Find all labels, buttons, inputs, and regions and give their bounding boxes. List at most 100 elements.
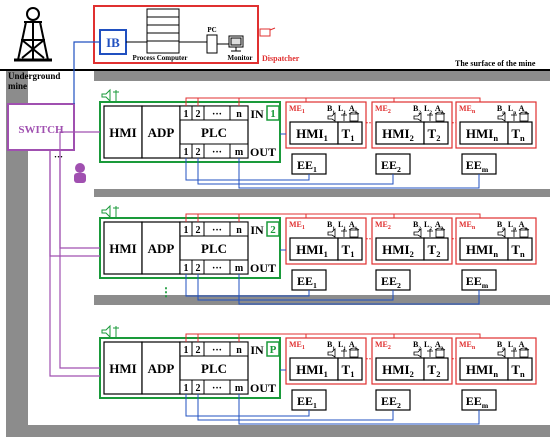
io-number: n <box>236 345 242 356</box>
speaker-shape <box>497 112 506 122</box>
me-label: ME2 <box>375 104 391 115</box>
ee-label: EEm <box>466 274 489 290</box>
io-number: 1 <box>184 147 189 158</box>
t-label: T2 <box>428 362 441 379</box>
t-box <box>423 357 449 381</box>
plc-label: PLC <box>201 125 227 140</box>
out-label: OUT <box>250 145 276 159</box>
phone-body <box>519 229 529 238</box>
io-number: 2 <box>196 263 201 274</box>
io-dots: ··· <box>212 345 222 356</box>
process-computer-icon <box>146 8 180 54</box>
hmi-label: HMI <box>109 241 136 256</box>
t-box <box>423 237 449 261</box>
phone-handset <box>518 347 530 351</box>
segment-id-box <box>266 221 280 237</box>
monitor-label: Monitor <box>228 54 253 62</box>
bla-label: A1 <box>349 220 358 232</box>
t-label: T2 <box>428 126 441 143</box>
io-number: 1 <box>184 345 189 356</box>
io-dots: ··· <box>212 147 222 158</box>
t-box <box>337 121 363 145</box>
io-number: 2 <box>196 147 201 158</box>
phone-body <box>435 349 445 358</box>
io-number: 2 <box>196 109 201 120</box>
t-label: Tn <box>511 362 525 379</box>
hmi-label: HMI <box>109 361 136 376</box>
phone-body <box>349 113 359 122</box>
out-wire <box>238 394 480 425</box>
ib-switch-link <box>73 41 100 104</box>
me-dots: ··· <box>365 354 374 364</box>
telephone-icon <box>518 347 530 358</box>
t-box <box>507 121 533 145</box>
phone-handset <box>518 111 530 115</box>
speaker-icon <box>497 348 517 358</box>
io-dots: ··· <box>212 383 222 394</box>
t-label: T1 <box>342 362 355 379</box>
t-box <box>507 237 533 261</box>
bla-label: L2 <box>424 104 432 116</box>
bla-label: L1 <box>338 220 346 232</box>
bla-label: A2 <box>435 104 444 116</box>
speaker-shape <box>327 112 336 122</box>
io-wiring <box>185 213 481 305</box>
ee-label: EE1 <box>297 158 317 174</box>
telephone-icon <box>434 227 446 238</box>
switch-box <box>7 103 75 151</box>
bla-label: Bn <box>497 340 505 352</box>
speaker-shape <box>327 348 336 358</box>
me-label: ME1 <box>289 104 305 115</box>
me-label: ME2 <box>375 340 391 351</box>
bla-label: B1 <box>327 220 335 232</box>
telephone-icon <box>348 111 360 122</box>
speaker-shape <box>413 112 422 122</box>
me-label: MEn <box>459 340 476 351</box>
phone-handset <box>348 227 360 231</box>
io-number: 1 <box>184 109 189 120</box>
telephone-icon <box>434 111 446 122</box>
me-dots: ··· <box>365 118 374 128</box>
in-label: IN <box>250 223 264 237</box>
t-box <box>337 357 363 381</box>
io-dots: ··· <box>212 225 222 236</box>
me-label: ME2 <box>375 220 391 231</box>
t-label: Tn <box>511 242 525 259</box>
monitor-icon <box>228 35 244 52</box>
phone-handset <box>434 227 446 231</box>
segment-id: 1 <box>270 108 276 120</box>
pc-label: PC <box>207 26 216 34</box>
io-dots: ··· <box>212 263 222 274</box>
io-wiring <box>185 97 481 189</box>
out-wire <box>197 274 394 301</box>
out-label: OUT <box>250 381 276 395</box>
ee-label: EE2 <box>381 158 401 174</box>
ee-label: EE1 <box>297 274 317 290</box>
mine-headframe-icon <box>14 7 52 62</box>
phone-handset <box>434 111 446 115</box>
switch-dots: ··· <box>54 152 63 162</box>
bla-label: L2 <box>424 220 432 232</box>
adp-label: ADP <box>148 361 175 376</box>
telephone-icon <box>518 227 530 238</box>
phone-body <box>349 349 359 358</box>
hmi-small-label: HMIn <box>466 126 498 143</box>
io-number: 2 <box>196 225 201 236</box>
io-dots: ··· <box>212 109 222 120</box>
t-box <box>507 357 533 381</box>
bla-label: Bn <box>497 220 505 232</box>
bla-label: B2 <box>413 104 421 116</box>
speaker-icon <box>413 228 433 238</box>
segment-id: P <box>270 344 277 356</box>
in-label: IN <box>250 107 264 121</box>
telephone-icon <box>434 347 446 358</box>
phone-body <box>519 349 529 358</box>
bla-label: Ln <box>508 220 516 232</box>
t-label: T1 <box>342 242 355 259</box>
